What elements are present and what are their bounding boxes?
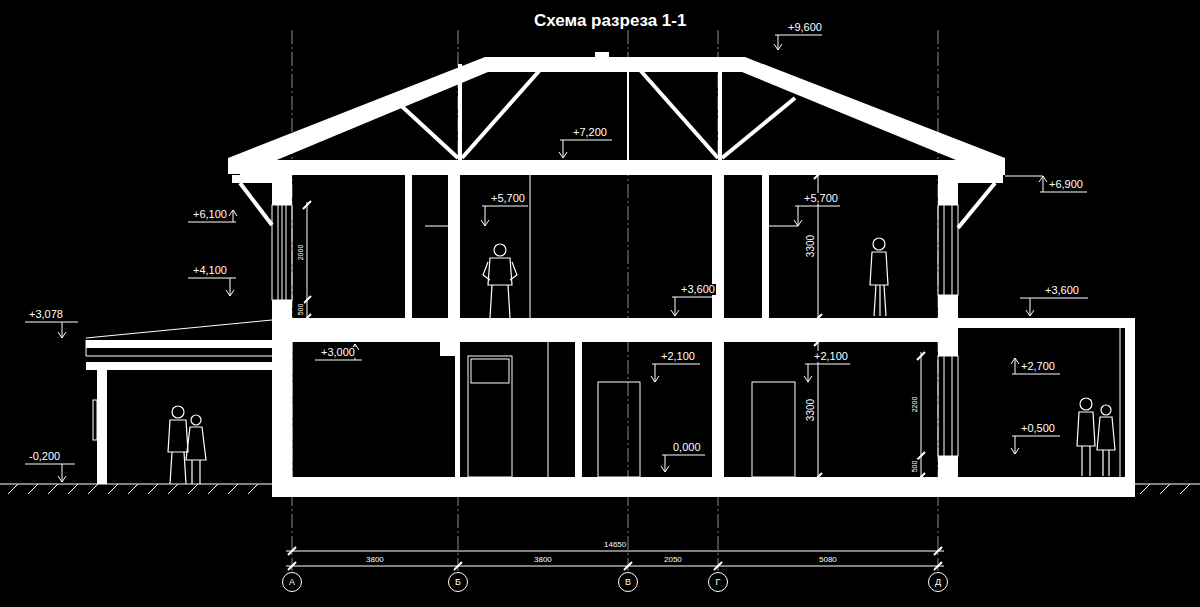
axis-letter: Г (716, 578, 721, 587)
level-mark: +6,100 (192, 209, 228, 220)
axis-letter: А (289, 578, 295, 587)
axis-letter: В (625, 578, 631, 587)
dimension: 3300 (806, 234, 816, 258)
level-mark: +3,600 (680, 284, 716, 295)
level-mark: -0,200 (28, 451, 61, 462)
axis-letter: Д (935, 578, 941, 587)
dimension: 2050 (663, 556, 683, 564)
axis-bubble: Д (928, 572, 948, 592)
level-mark: +2,100 (660, 351, 696, 362)
level-mark: +9,600 (787, 22, 823, 33)
axis-bubble: Б (448, 572, 468, 592)
axis-bubble: В (618, 572, 638, 592)
level-mark: +2,100 (813, 351, 849, 362)
level-mark: +7,200 (572, 127, 608, 138)
dimension: 5080 (818, 556, 838, 564)
axis-bubble: А (282, 572, 302, 592)
dimension: 2000 (297, 244, 304, 262)
dimension: 500 (297, 303, 304, 317)
dimension: 3300 (806, 398, 816, 422)
dimension: 500 (911, 460, 918, 474)
dimension: 3800 (365, 556, 385, 564)
level-mark: +5,700 (803, 193, 839, 204)
level-mark: +2,700 (1020, 361, 1056, 372)
level-mark: +6,900 (1048, 179, 1084, 190)
dimension: 14650 (603, 541, 627, 549)
dimension: 3800 (533, 556, 553, 564)
level-mark: 0,000 (672, 442, 702, 453)
axis-bubble: Г (708, 572, 728, 592)
drawing-title: Схема разреза 1-1 (534, 12, 686, 29)
level-mark: +0,500 (1020, 423, 1056, 434)
level-mark: +3,078 (28, 309, 64, 320)
level-mark: +3,600 (1044, 285, 1080, 296)
axis-letter: Б (455, 578, 461, 587)
dimension: 2200 (911, 396, 918, 414)
level-mark: +3,000 (320, 347, 356, 358)
level-mark: +5,700 (490, 193, 526, 204)
level-mark: +4,100 (192, 265, 228, 276)
